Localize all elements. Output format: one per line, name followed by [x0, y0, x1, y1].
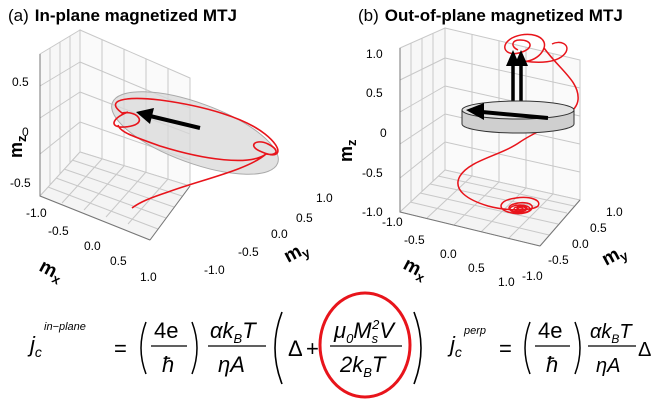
- panel-a-x-tick: 0.0: [84, 239, 101, 253]
- eq-b-frac1-den: ħ: [546, 352, 558, 377]
- panel-a-y-tick: 1.0: [316, 191, 333, 205]
- panel-b-z-tick: 0.5: [366, 86, 383, 100]
- panel-b-x-tick: -1.0: [382, 215, 403, 229]
- eq-a-equals: =: [114, 336, 127, 361]
- eq-a-paren-right-2: [413, 311, 422, 385]
- panel-a-heading: In-plane magnetized MTJ: [34, 6, 237, 25]
- eq-b-paren-right: [574, 321, 581, 375]
- eq-b-frac2-den: ηA: [596, 355, 620, 377]
- eq-a-frac1-den: ħ: [162, 352, 174, 377]
- panel-a-axes-frame: [39, 54, 191, 241]
- panel-a-z-axis-label: mz: [6, 135, 29, 158]
- eq-a-lhs-sup: in−plane: [44, 321, 86, 333]
- panel-b-y-tick: 1.0: [606, 205, 623, 219]
- eq-a-delta: Δ: [288, 336, 303, 361]
- panel-a-x-tick: -1.0: [26, 206, 47, 220]
- panel-b-z-tick: 1.0: [366, 47, 383, 61]
- panel-a-y-tick: 0.5: [296, 211, 313, 225]
- panel-b-x-tick: 0.5: [468, 261, 485, 275]
- eq-a-paren-left-1: [140, 321, 147, 375]
- panel-b-heading: Out-of-plane magnetized MTJ: [384, 6, 623, 25]
- eq-a-frac2-num: αkBT: [210, 318, 257, 346]
- panel-b-z-tick: -0.5: [362, 166, 383, 180]
- eq-a-paren-left-2: [274, 311, 283, 385]
- eq-a-lhs: jc: [27, 332, 42, 360]
- panel-a-x-tick: 1.0: [140, 270, 157, 284]
- svg-text:mz: mz: [336, 139, 359, 162]
- panel-b-z-tick: 0: [380, 126, 387, 140]
- eq-b-paren-left: [524, 321, 531, 375]
- eq-a-frac3-den: 2kBT: [339, 352, 387, 380]
- eq-a-plus: +: [306, 336, 319, 361]
- panel-a-x-tick: 0.5: [110, 254, 127, 268]
- eq-b-frac1-num: 4e: [538, 318, 562, 343]
- panel-a-z-tick: 0.5: [12, 75, 29, 89]
- panel-b-z-axis-label: mz: [336, 139, 359, 162]
- panel-b-y-tick: 0.5: [590, 221, 607, 235]
- eq-a-frac3-num: μ0Ms2V: [333, 317, 396, 346]
- eq-b-frac2-num: αkBT: [590, 321, 633, 346]
- panel-a-y-tick: 0.0: [271, 227, 288, 241]
- panel-a-magnetization-arrow: [136, 108, 201, 130]
- panel-a-x-tick: -0.5: [48, 224, 69, 238]
- panel-b-title: (b) Out-of-plane magnetized MTJ: [358, 6, 623, 26]
- panel-a-z-tick: 0: [22, 125, 29, 139]
- panel-b-x-tick: 1.0: [498, 275, 515, 289]
- eq-a-frac2-den: ηA: [218, 352, 245, 377]
- panel-b-x-tick: 0.0: [440, 247, 457, 261]
- eq-a-frac1-num: 4e: [154, 318, 178, 343]
- panel-b-z-tick: -1.0: [362, 205, 383, 219]
- eq-a-paren-right-1: [191, 321, 198, 375]
- panel-a-y-tick: -1.0: [204, 263, 225, 277]
- eq-a-highlight-ellipse: [318, 291, 412, 399]
- eq-b-equals: =: [499, 336, 512, 361]
- panel-b-magnetization-arrow: [466, 103, 549, 120]
- panel-a-free-layer-ellipse: [111, 91, 279, 175]
- panel-b-x-tick: -0.5: [404, 233, 425, 247]
- eq-b-delta: Δ: [638, 339, 651, 361]
- eq-b-lhs-sup: perp: [463, 325, 486, 337]
- panel-b-y-tick: -0.5: [548, 253, 569, 267]
- svg-text:mz: mz: [6, 135, 29, 158]
- panel-b-spiral-center: [509, 204, 531, 214]
- eq-b-lhs: jc: [447, 332, 462, 360]
- panel-a-label: (a): [8, 6, 29, 25]
- panel-b-label: (b): [358, 6, 379, 25]
- panel-b-axes-frame: [399, 48, 581, 247]
- panel-a-z-tick: -0.5: [10, 176, 31, 190]
- panel-a-trajectory: [113, 97, 279, 209]
- panel-b-y-tick: 0.0: [572, 237, 589, 251]
- panel-b-y-tick: -1.0: [522, 269, 543, 283]
- panel-a-title: (a) In-plane magnetized MTJ: [8, 6, 237, 26]
- panel-a-y-tick: -0.5: [238, 245, 259, 259]
